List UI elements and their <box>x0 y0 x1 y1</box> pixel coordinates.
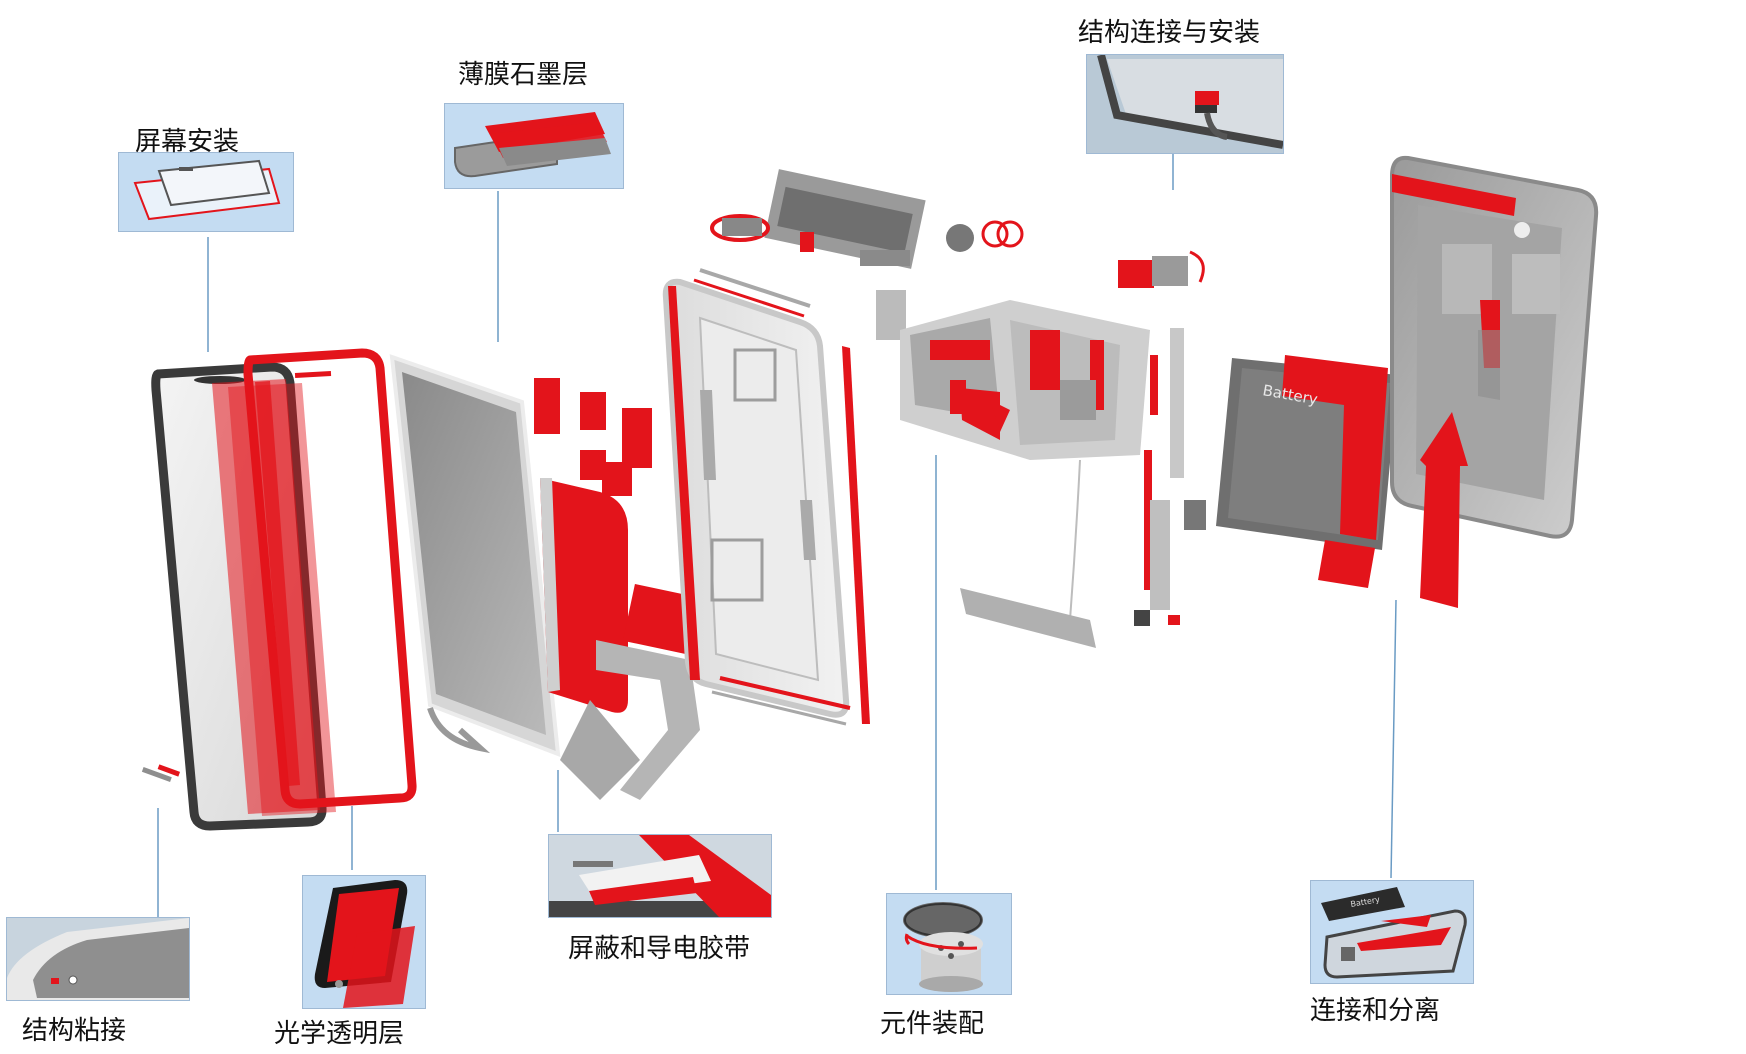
adhesive-gasket-part <box>243 348 417 809</box>
small-bond-strips <box>141 764 181 782</box>
thumb-component-assembly <box>886 893 1012 995</box>
top-components <box>710 169 1024 340</box>
thumb-screen-install <box>118 152 294 232</box>
thumb-optically-clear <box>302 875 426 1009</box>
label-screen-install: 屏幕安装 <box>135 127 240 157</box>
lcd-module-part <box>389 354 561 758</box>
leader-connect-separate <box>1390 599 1397 879</box>
thumb-structural-bonding <box>6 917 190 1001</box>
label-graphite-film: 薄膜石墨层 <box>458 60 589 90</box>
thumb-shielding-tape <box>548 834 772 918</box>
label-shielding-conductive-tape: 屏蔽和导电胶带 <box>568 934 751 964</box>
label-structural-bonding: 结构粘接 <box>22 1016 127 1046</box>
shielding-tapes <box>534 378 700 800</box>
thumb-connect-separate: Battery <box>1310 880 1474 984</box>
side-parts <box>1118 250 1206 626</box>
mainboard-part <box>900 300 1150 648</box>
label-optically-clear-layer: 光学透明层 <box>274 1019 405 1049</box>
label-component-assembly: 元件装配 <box>880 1009 985 1039</box>
middle-frame-part <box>662 268 870 726</box>
leader-lines <box>157 153 1397 920</box>
label-connect-and-separate: 连接和分离 <box>1310 996 1441 1026</box>
thumb-structure-connect <box>1086 54 1284 154</box>
back-cover-part <box>1390 155 1599 608</box>
label-structure-connect-install: 结构连接与安装 <box>1078 18 1261 48</box>
battery-part: Battery <box>1216 355 1398 588</box>
thumb-graphite-film <box>444 103 624 189</box>
